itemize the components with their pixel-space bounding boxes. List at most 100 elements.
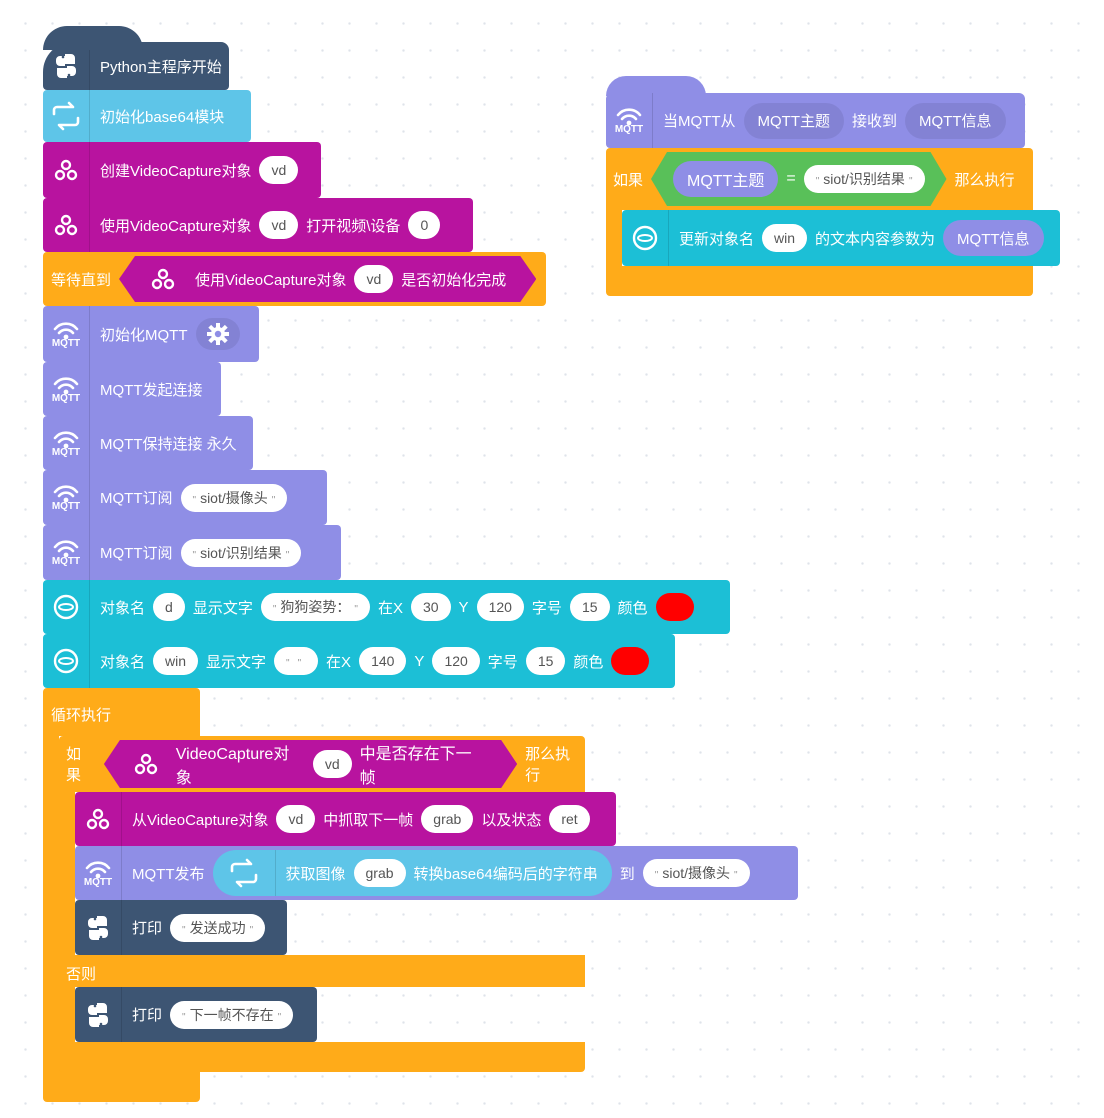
status-variable-input[interactable]: ret: [549, 805, 590, 833]
status-label: 以及状态: [481, 811, 542, 829]
mqtt-wifi-icon: MQTT: [75, 846, 122, 900]
topic-input[interactable]: siot/识别结果: [180, 538, 302, 567]
opencv-logo-icon: [43, 142, 90, 198]
mqtt-wifi-icon: MQTT: [606, 93, 653, 148]
display-oval-icon: [622, 210, 669, 266]
python-logo-icon: [75, 987, 122, 1042]
create-videocapture-block[interactable]: 创建VideoCapture对象 vd: [43, 142, 321, 198]
mqtt-topic-reporter[interactable]: MQTT主题: [673, 161, 778, 197]
python-start-hat-block[interactable]: Python主程序开始: [43, 42, 229, 90]
update-mid-label: 的文本内容参数为: [815, 230, 936, 248]
event-if-bottom: [606, 266, 1033, 296]
init-base64-block[interactable]: 初始化base64模块: [43, 90, 251, 142]
display-text-block[interactable]: 对象名 d 显示文字 狗狗姿势： 在X 30 Y 120 字号 15 颜色: [43, 580, 730, 634]
mqtt-wifi-icon: MQTT: [43, 362, 90, 416]
mqtt-subscribe-block[interactable]: MQTT MQTT订阅 siot/识别结果: [43, 525, 341, 580]
mqtt-message-var: MQTT信息: [957, 230, 1030, 248]
print-text-input[interactable]: 下一帧不存在: [170, 1000, 294, 1029]
next-frame-condition[interactable]: VideoCapture对象 vd 中是否存在下一帧: [104, 740, 517, 788]
open-videocapture-block[interactable]: 使用VideoCapture对象 vd 打开视频\设备 0: [43, 198, 473, 252]
gear-icon[interactable]: [195, 318, 240, 350]
x-input[interactable]: 30: [410, 593, 451, 621]
mqtt-topic-reporter[interactable]: MQTT主题: [743, 102, 844, 139]
if-label: 如果: [613, 171, 644, 189]
mqtt-message-reporter[interactable]: MQTT信息: [905, 102, 1006, 139]
open-vc-label: 使用VideoCapture对象: [100, 217, 252, 235]
python-logo-icon: [43, 42, 90, 90]
mqtt-message-reporter[interactable]: MQTT信息: [943, 220, 1044, 256]
y-input[interactable]: 120: [432, 647, 480, 675]
vc-object-input[interactable]: vd: [313, 750, 352, 778]
base64-encode-reporter[interactable]: 获取图像 grab 转换base64编码后的字符串: [212, 850, 612, 896]
object-name-input[interactable]: d: [153, 593, 185, 621]
vc-initialized-condition[interactable]: 使用VideoCapture对象 vd 是否初始化完成: [119, 256, 536, 302]
update-text-block[interactable]: 更新对象名 win 的文本内容参数为 MQTT信息: [622, 210, 1060, 266]
equals-label: =: [786, 170, 796, 187]
read-frame-block[interactable]: 从VideoCapture对象 vd 中抓取下一帧 grab 以及状态 ret: [75, 792, 616, 846]
font-size-input[interactable]: 15: [569, 593, 610, 621]
print-text-input[interactable]: 发送成功: [170, 913, 266, 942]
then-label: 那么执行: [525, 746, 571, 784]
color-picker[interactable]: [611, 647, 650, 675]
opencv-logo-icon: [141, 267, 185, 291]
show-text-label: 显示文字: [206, 653, 267, 671]
to-label: 到: [619, 865, 635, 883]
vc-object-input[interactable]: vd: [259, 156, 299, 184]
else-bar: 否则: [59, 955, 585, 987]
mqtt-receive-hat-block[interactable]: MQTT 当MQTT从 MQTT主题 接收到 MQTT信息: [606, 93, 1025, 148]
y-label: Y: [458, 598, 469, 616]
init-base64-label: 初始化base64模块: [100, 108, 225, 126]
color-label: 颜色: [573, 653, 604, 671]
print-block[interactable]: 打印 发送成功: [75, 900, 287, 955]
frame-variable-input[interactable]: grab: [353, 859, 406, 887]
mqtt-keep-alive-block[interactable]: MQTT MQTT保持连接 永久: [43, 416, 253, 470]
y-input[interactable]: 120: [476, 593, 524, 621]
text-input[interactable]: 狗狗姿势：: [260, 593, 370, 621]
then-label: 那么执行: [954, 171, 1015, 189]
wait-inner-label: 使用VideoCapture对象: [195, 271, 347, 289]
print-block[interactable]: 打印 下一帧不存在: [75, 987, 317, 1042]
if-else-block[interactable]: 如果 VideoCapture对象 vd 中是否存在下一帧 那么执行: [59, 736, 585, 792]
init-mqtt-block[interactable]: MQTT 初始化MQTT: [43, 306, 259, 362]
topic-input[interactable]: siot/摄像头: [180, 483, 288, 512]
mqtt-publish-block[interactable]: MQTT MQTT发布 获取图像 grab 转换base64编码后的字符串 到 …: [75, 846, 798, 900]
cond-tail-label: 中是否存在下一帧: [359, 746, 472, 787]
x-input[interactable]: 140: [359, 647, 407, 675]
topic-input[interactable]: siot/摄像头: [642, 859, 750, 887]
create-vc-label: 创建VideoCapture对象: [100, 162, 252, 180]
x-label: 在X: [326, 653, 352, 671]
mqtt-topic-var: MQTT主题: [757, 113, 831, 130]
topic-equals-condition[interactable]: MQTT主题 = siot/识别结果: [651, 152, 946, 206]
vc-object-input[interactable]: vd: [354, 265, 393, 293]
color-label: 颜色: [617, 599, 648, 617]
text-input[interactable]: [274, 647, 319, 675]
compare-value-input[interactable]: siot/识别结果: [804, 165, 925, 193]
forever-loop-block[interactable]: 循环执行: [43, 688, 200, 736]
mqtt-subscribe-block[interactable]: MQTT MQTT订阅 siot/摄像头: [43, 470, 327, 525]
subscribe-label: MQTT订阅: [100, 490, 173, 507]
print-label: 打印: [132, 920, 163, 937]
vc-object-input[interactable]: vd: [276, 805, 316, 833]
publish-label: MQTT发布: [132, 865, 205, 883]
loop-arrows-icon: [213, 850, 276, 896]
mqtt-wifi-icon: MQTT: [43, 525, 90, 580]
display-oval-icon: [43, 580, 90, 634]
frame-variable-input[interactable]: grab: [421, 805, 474, 833]
opencv-logo-icon: [43, 198, 90, 252]
device-index-input[interactable]: 0: [408, 211, 441, 239]
wait-until-block[interactable]: 等待直到 使用VideoCapture对象 vd 是否初始化完成: [43, 252, 546, 306]
mqtt-wifi-icon: MQTT: [43, 470, 90, 525]
event-if-block[interactable]: 如果 MQTT主题 = siot/识别结果 那么执行: [606, 148, 1033, 210]
display-text-block[interactable]: 对象名 win 显示文字 在X 140 Y 120 字号 15 颜色: [43, 634, 675, 688]
mqtt-connect-block[interactable]: MQTT MQTT发起连接: [43, 362, 221, 416]
y-label: Y: [414, 652, 425, 670]
convert-label: 转换base64编码后的字符串: [413, 865, 598, 883]
font-size-input[interactable]: 15: [525, 647, 566, 675]
object-name-input[interactable]: win: [153, 647, 199, 675]
mqtt-keep-label: MQTT保持连接 永久: [100, 435, 237, 453]
read-frame-mid-label: 中抓取下一帧: [323, 811, 414, 829]
forever-loop-arm: [43, 736, 59, 1042]
color-picker[interactable]: [655, 593, 694, 621]
object-name-input[interactable]: win: [762, 224, 808, 252]
vc-object-input[interactable]: vd: [259, 211, 299, 239]
